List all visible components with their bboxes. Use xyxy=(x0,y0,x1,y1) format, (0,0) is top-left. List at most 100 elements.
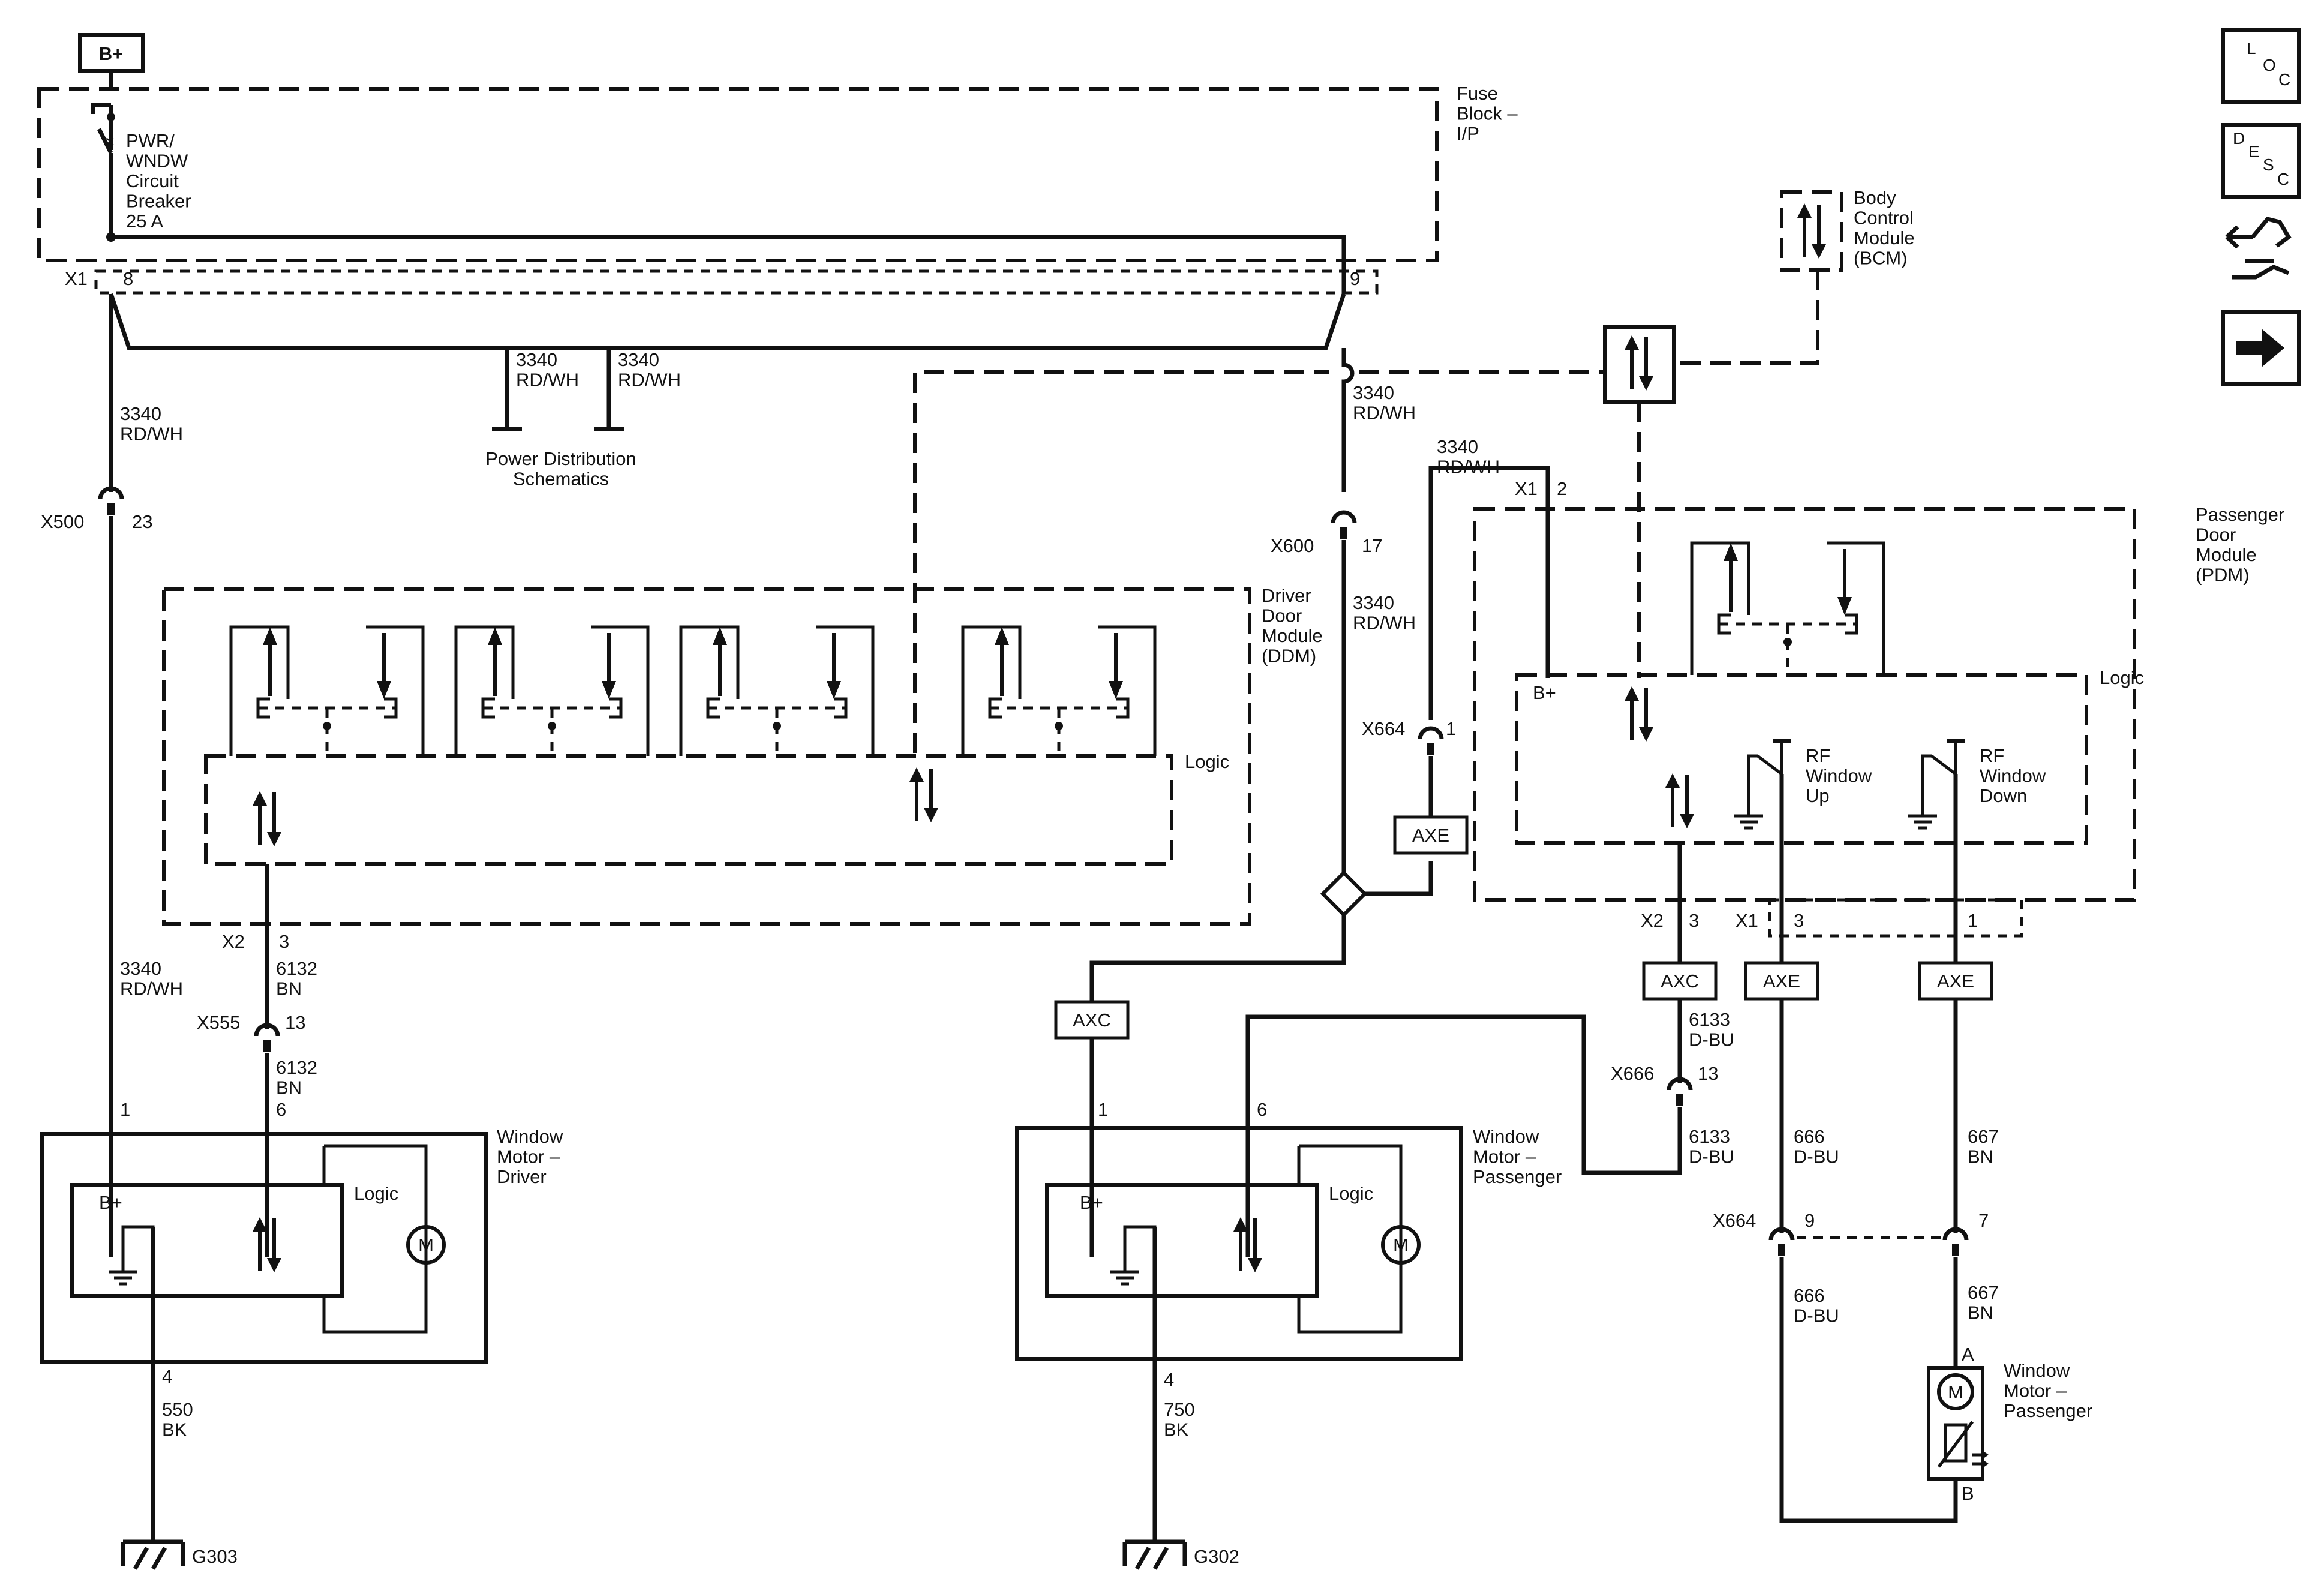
window-motor-driver-box xyxy=(40,1132,488,1364)
svg-text:AXE: AXE xyxy=(1763,971,1800,992)
x500-connector-icon xyxy=(100,488,122,515)
motor-driver-pin6: 6 xyxy=(276,1099,286,1120)
motor-rear-pinB: B xyxy=(1962,1483,1974,1504)
ddm-switch-group-2 xyxy=(454,625,650,756)
ddm-logic-box xyxy=(204,754,1173,866)
motor-pass-ground-icon xyxy=(1110,1256,1139,1284)
motor-pass-module xyxy=(1045,1183,1319,1298)
ddm-logic-label: Logic xyxy=(1185,751,1229,772)
pdm-x1b-label: X1 xyxy=(1736,910,1758,931)
ddm-switch-group-1 xyxy=(229,625,425,756)
desc-button[interactable]: D E S C xyxy=(2221,123,2301,199)
pdm-x2-label: X2 xyxy=(1641,910,1664,931)
motor-driver-logic: Logic xyxy=(354,1183,398,1204)
ddm-x2-pin: 3 xyxy=(279,931,289,952)
pdm-bplus: B+ xyxy=(1533,682,1556,703)
pdm-motor-arrows-icon xyxy=(1665,773,1694,828)
x664-connector-icon-b7 xyxy=(1945,1229,1966,1256)
motor-driver-pin1: 1 xyxy=(120,1099,130,1120)
svg-text:C: C xyxy=(2278,70,2290,89)
svg-text:D: D xyxy=(2233,129,2245,148)
fuse-block-outline xyxy=(37,87,1439,262)
svg-text:AXC: AXC xyxy=(1661,971,1699,992)
motor-driver-pin4: 4 xyxy=(162,1366,172,1387)
bcm-arrows-icon xyxy=(1797,203,1826,259)
x555-label: X555 xyxy=(197,1012,240,1033)
axc-tag-1 xyxy=(1054,1000,1130,1040)
g303-ground-icon xyxy=(121,1539,185,1570)
x666-label: X666 xyxy=(1611,1063,1654,1084)
svg-text:×: × xyxy=(105,132,115,151)
splice-diamond-icon xyxy=(1320,870,1368,918)
rf-window-up-switch-icon xyxy=(1734,739,1791,843)
pdm-x1b-connector-strip xyxy=(1768,898,2023,938)
svg-text:L: L xyxy=(2247,39,2256,58)
motor-pass-bplus: B+ xyxy=(1080,1192,1103,1213)
motor-pass-pin4: 4 xyxy=(1164,1369,1174,1390)
circuit-breaker-icon xyxy=(97,128,113,154)
x664-a-pin: 1 xyxy=(1446,718,1456,739)
ddm-data-arrows-icon xyxy=(253,791,281,846)
window-motor-passenger-box xyxy=(1015,1126,1463,1361)
bcm-outline xyxy=(1780,190,1843,272)
motor-pass-m-icon xyxy=(1381,1225,1421,1265)
ddm-x2-label: X2 xyxy=(222,931,245,952)
motor-driver-module xyxy=(70,1183,344,1298)
motor-pass-m: M xyxy=(1393,1235,1409,1256)
svg-text:C: C xyxy=(2277,170,2289,188)
ddm-switch-group-4 xyxy=(961,625,1157,756)
x666-connector-icon xyxy=(1669,1079,1691,1106)
axe-tag-1 xyxy=(1393,815,1469,855)
x1-connector-strip xyxy=(94,269,1379,295)
x666-pin: 13 xyxy=(1698,1063,1718,1084)
x555-pin: 13 xyxy=(285,1012,305,1033)
svg-text:E: E xyxy=(2248,142,2260,161)
svg-text:AXC: AXC xyxy=(1073,1010,1111,1031)
x1-label: X1 xyxy=(65,268,88,289)
power-source-label: B+ xyxy=(99,43,124,64)
axe-tag-2 xyxy=(1744,961,1819,1001)
x600-connector-icon xyxy=(1333,512,1355,539)
fuse-bus-wire xyxy=(111,235,1346,282)
pdm-logic-box xyxy=(1515,673,2088,845)
x1-pin9: 9 xyxy=(1350,268,1360,289)
motor-rear-m: M xyxy=(1948,1382,1963,1403)
pdm-logic-label: Logic xyxy=(2100,667,2144,688)
ddm-outline xyxy=(162,587,1251,926)
svg-text:AXE: AXE xyxy=(1937,971,1974,992)
component-hand-icon[interactable] xyxy=(2225,217,2292,280)
x1-pin8: 8 xyxy=(123,268,133,289)
loc-button[interactable]: L O C xyxy=(2221,28,2301,104)
motor-driver-ground-icon xyxy=(109,1256,137,1284)
motor-rear-m-icon xyxy=(1937,1373,1974,1410)
g302-ground-icon xyxy=(1122,1539,1187,1570)
motor-driver-m: M xyxy=(418,1235,434,1256)
x500-pin: 23 xyxy=(132,511,152,532)
x664-b-pin7: 7 xyxy=(1978,1210,1989,1231)
pdm-x1b-pin3: 3 xyxy=(1794,910,1804,931)
gateway-arrows-icon xyxy=(1625,335,1653,391)
motor-pass-pin6: 6 xyxy=(1257,1099,1267,1120)
pdm-x1-label: X1 xyxy=(1515,478,1538,499)
next-arrow-button[interactable] xyxy=(2221,310,2301,386)
g302-label: G302 xyxy=(1194,1546,1239,1567)
